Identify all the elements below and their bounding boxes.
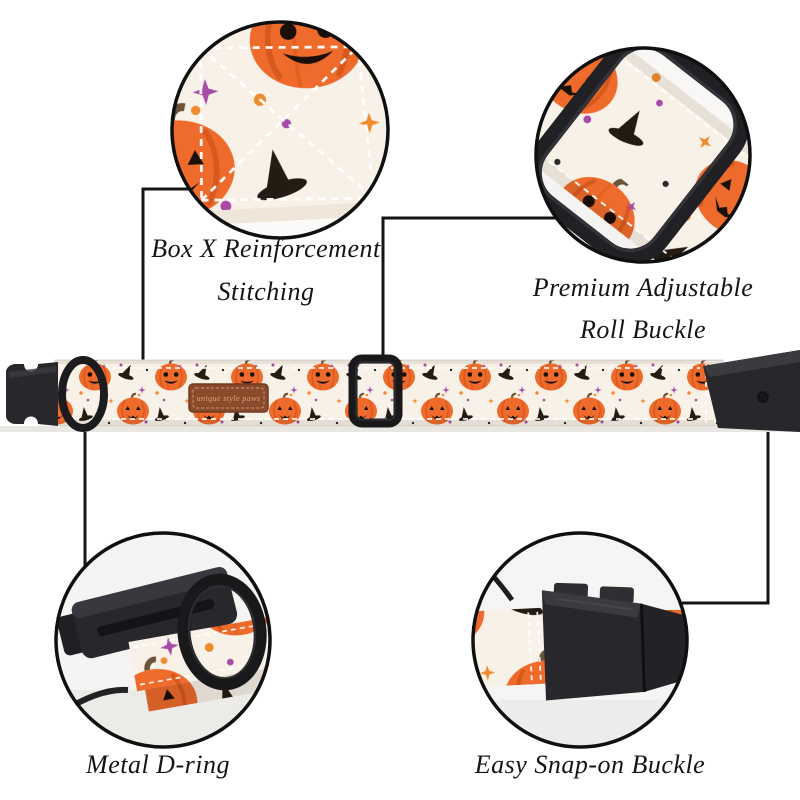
d-ring-closeup <box>177 573 267 691</box>
female-buckle <box>6 362 58 426</box>
callout-circle-box-x <box>170 20 390 240</box>
collar-strap <box>54 359 724 427</box>
callout-circle-d-ring <box>54 531 272 749</box>
callout-leader-lines <box>83 187 770 605</box>
roll-buckle-closeup <box>536 48 750 262</box>
label-snap-on-buckle: Easy Snap-on Buckle <box>440 748 740 782</box>
callout-circle-snap-buckle <box>471 531 689 749</box>
label-roll-buckle: Premium Adjustable Roll Buckle <box>493 267 793 351</box>
label-line: Box X Reinforcement <box>151 234 381 263</box>
label-line: Easy Snap-on Buckle <box>474 750 706 779</box>
fabric-left-end <box>474 607 548 688</box>
leader-line-snap-buckle <box>682 429 770 605</box>
box-x-stitch-lines <box>199 45 376 202</box>
snap-buckle-closeup <box>541 582 687 701</box>
leather-brand-tag <box>188 383 269 413</box>
label-line: Stitching <box>217 277 315 306</box>
leader-line-box-x <box>141 187 192 362</box>
collar-shadow <box>0 426 800 432</box>
label-metal-d-ring: Metal D-ring <box>58 748 258 782</box>
leader-line-roll-buckle <box>381 216 558 357</box>
label-line: Roll Buckle <box>579 315 707 344</box>
male-buckle <box>703 350 800 432</box>
label-box-x-stitching: Box X Reinforcement Stitching <box>116 227 416 313</box>
label-line: Metal D-ring <box>86 750 230 779</box>
roll-buckle-slider <box>348 354 403 428</box>
metal-d-ring <box>58 356 108 432</box>
collar <box>0 350 800 432</box>
label-line: Premium Adjustable <box>532 273 754 302</box>
